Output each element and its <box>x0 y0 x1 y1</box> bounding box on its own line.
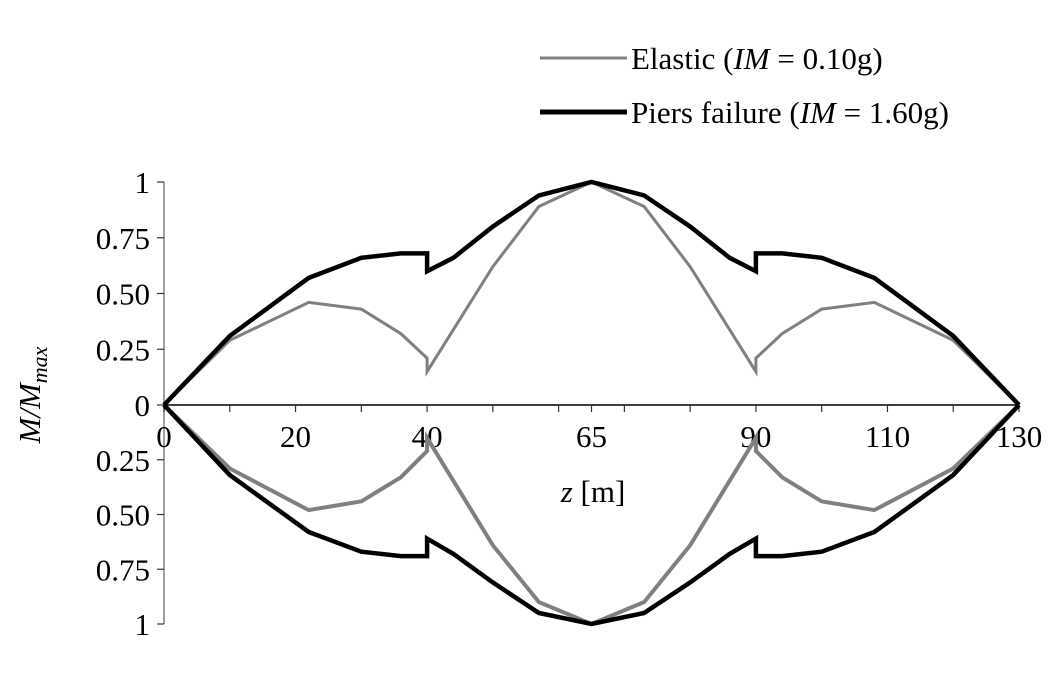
series-piers-failure-upper <box>162 179 1021 407</box>
y-tick-label: 1 <box>135 165 151 200</box>
y-tick-label: 0.25 <box>96 332 150 367</box>
legend: Elastic (IM = 0.10g) Piers failure (IM = … <box>540 41 949 130</box>
y-tick-label: 1 <box>135 607 151 642</box>
y-tick-label: 0.50 <box>96 277 150 312</box>
x-tick-label: 65 <box>576 419 607 454</box>
series-piers-failure-lower <box>162 403 1021 627</box>
y-tick-label: 0.50 <box>96 498 150 533</box>
legend-label-elastic: Elastic (IM = 0.10g) <box>631 41 883 76</box>
y-tick-label: 0 <box>135 388 151 423</box>
x-tick-label: 130 <box>996 419 1043 454</box>
series-layer <box>162 179 1021 627</box>
y-tick-label: 0.25 <box>96 443 150 478</box>
y-axis-label: M/Mmax <box>12 346 52 444</box>
x-tick-label: 0 <box>156 419 172 454</box>
x-axis-label: z [m] <box>560 474 626 509</box>
y-tick-label: 0.75 <box>96 221 150 256</box>
axis-labels: z [m] M/Mmax <box>12 346 625 509</box>
x-tick-label: 20 <box>280 419 311 454</box>
y-tick-label: 0.75 <box>96 552 150 587</box>
x-tick-label: 110 <box>865 419 910 454</box>
legend-label-piers-failure: Piers failure (IM = 1.60g) <box>631 95 949 130</box>
series-elastic-upper <box>162 180 1021 407</box>
